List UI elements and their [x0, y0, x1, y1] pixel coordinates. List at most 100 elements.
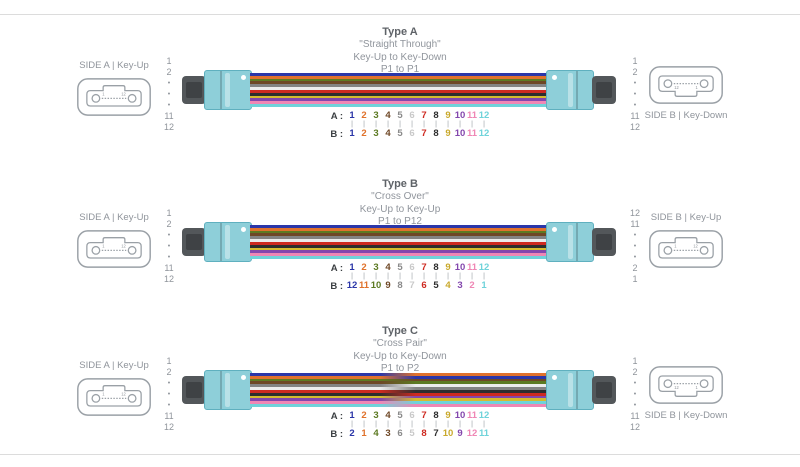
type-c-name: Type C	[382, 325, 418, 337]
map-fiber-number: 11	[358, 280, 370, 291]
map-fiber-number: 6	[409, 128, 415, 139]
pin-number: •	[167, 243, 171, 250]
cable-boot	[592, 228, 616, 256]
map-fiber-number: 3	[373, 128, 379, 139]
map-connector-ticks: ||||||||||||	[324, 421, 490, 429]
type-b-ports: P1 to P12	[378, 216, 422, 227]
pin-number: •	[633, 80, 637, 87]
map-fiber-number: 6	[397, 428, 403, 439]
map-fiber-number: 11	[466, 262, 478, 273]
map-fiber-number: 6	[409, 410, 415, 421]
map-tick: |	[375, 121, 377, 128]
fiber-black	[250, 392, 546, 396]
pin-number: 1	[632, 56, 638, 66]
map-connector-ticks: ||||||||||||	[324, 121, 490, 129]
map-fiber-number: 1	[349, 410, 355, 421]
mpo-plug	[204, 70, 252, 110]
map-fiber-number: 6	[409, 262, 415, 273]
map-tick: |	[447, 121, 449, 128]
map-fiber-number: 9	[445, 110, 451, 121]
pin-number: 2	[632, 367, 638, 377]
fiber-ribbon	[250, 73, 546, 107]
map-fiber-number: 1	[481, 280, 487, 291]
map-fiber-number: 12	[478, 410, 490, 421]
map-fiber-number: 12	[346, 280, 358, 291]
map-tick: |	[483, 121, 485, 128]
fiber-slate	[250, 236, 546, 240]
pin-number: 2	[166, 367, 172, 377]
type-c-title: Type C "Cross Pair" Key-Up to Key-Down P…	[280, 325, 520, 376]
map-tick: |	[471, 121, 473, 128]
map-fiber-number: 1	[349, 262, 355, 273]
map-fiber-number: 10	[370, 280, 382, 291]
cable-boot	[182, 76, 206, 104]
map-fiber-number: 7	[409, 280, 415, 291]
map-tick: |	[423, 421, 425, 428]
mpo-plug	[204, 370, 252, 410]
map-fiber-number: 8	[433, 110, 439, 121]
map-fiber-number: 12	[466, 428, 478, 439]
map-fiber-number: 11	[478, 428, 490, 439]
map-fiber-number: 5	[397, 128, 403, 139]
svg-text:1: 1	[102, 392, 105, 397]
pin-number: 1	[632, 274, 638, 284]
keying-dot	[241, 227, 246, 232]
pin-number: •	[633, 243, 637, 250]
pin-number: •	[633, 380, 637, 387]
type-a-ports: P1 to P1	[380, 64, 420, 75]
pin-number: 11	[164, 111, 174, 121]
fiber-white	[250, 87, 546, 90]
map-tick: |	[375, 273, 377, 280]
mpo-plug	[204, 222, 252, 262]
map-tick: |	[459, 273, 461, 280]
pin-number: •	[633, 232, 637, 239]
map-tick: |	[387, 121, 389, 128]
svg-text:1: 1	[102, 244, 105, 249]
mpo-plug	[546, 370, 594, 410]
map-fiber-number: 8	[433, 410, 439, 421]
svg-text:12: 12	[121, 92, 126, 97]
map-fiber-number: 3	[385, 428, 391, 439]
map-fiber-number: 4	[385, 410, 391, 421]
pin-number: •	[167, 254, 171, 261]
map-fiber-number: 2	[361, 128, 367, 139]
cable-boot	[592, 376, 616, 404]
map-tick: |	[351, 421, 353, 428]
map-fiber-number: 9	[445, 410, 451, 421]
keying-dot	[552, 375, 557, 380]
map-fiber-number: 4	[385, 128, 391, 139]
pin-number: •	[633, 102, 637, 109]
fiber-brown	[250, 233, 546, 237]
map-fiber-number: 7	[421, 410, 427, 421]
map-fiber-number: 11	[466, 128, 478, 139]
pin-number: 11	[630, 219, 640, 229]
keying-dot	[552, 75, 557, 80]
pin-number: 12	[629, 122, 640, 132]
fiber-blue	[250, 225, 546, 228]
map-fiber-number: 11	[466, 410, 478, 421]
map-connector-ticks: ||||||||||||	[324, 273, 490, 281]
fiber-brown	[250, 381, 546, 385]
map-tick: |	[351, 273, 353, 280]
fiber-white	[250, 239, 546, 242]
map-tick: |	[459, 121, 461, 128]
fiber-aqua	[250, 404, 546, 407]
pin-number: •	[167, 91, 171, 98]
map-tick: |	[423, 273, 425, 280]
map-fiber-number: 10	[454, 410, 466, 421]
type-b-quote: "Cross Over"	[371, 191, 429, 202]
pin-number: 2	[166, 67, 172, 77]
pin-number: •	[167, 380, 171, 387]
pin-number: 11	[164, 411, 174, 421]
map-fiber-number: 5	[409, 428, 415, 439]
fiber-orange	[250, 375, 546, 379]
map-fiber-number: 9	[457, 428, 463, 439]
pin-number: •	[633, 254, 637, 261]
